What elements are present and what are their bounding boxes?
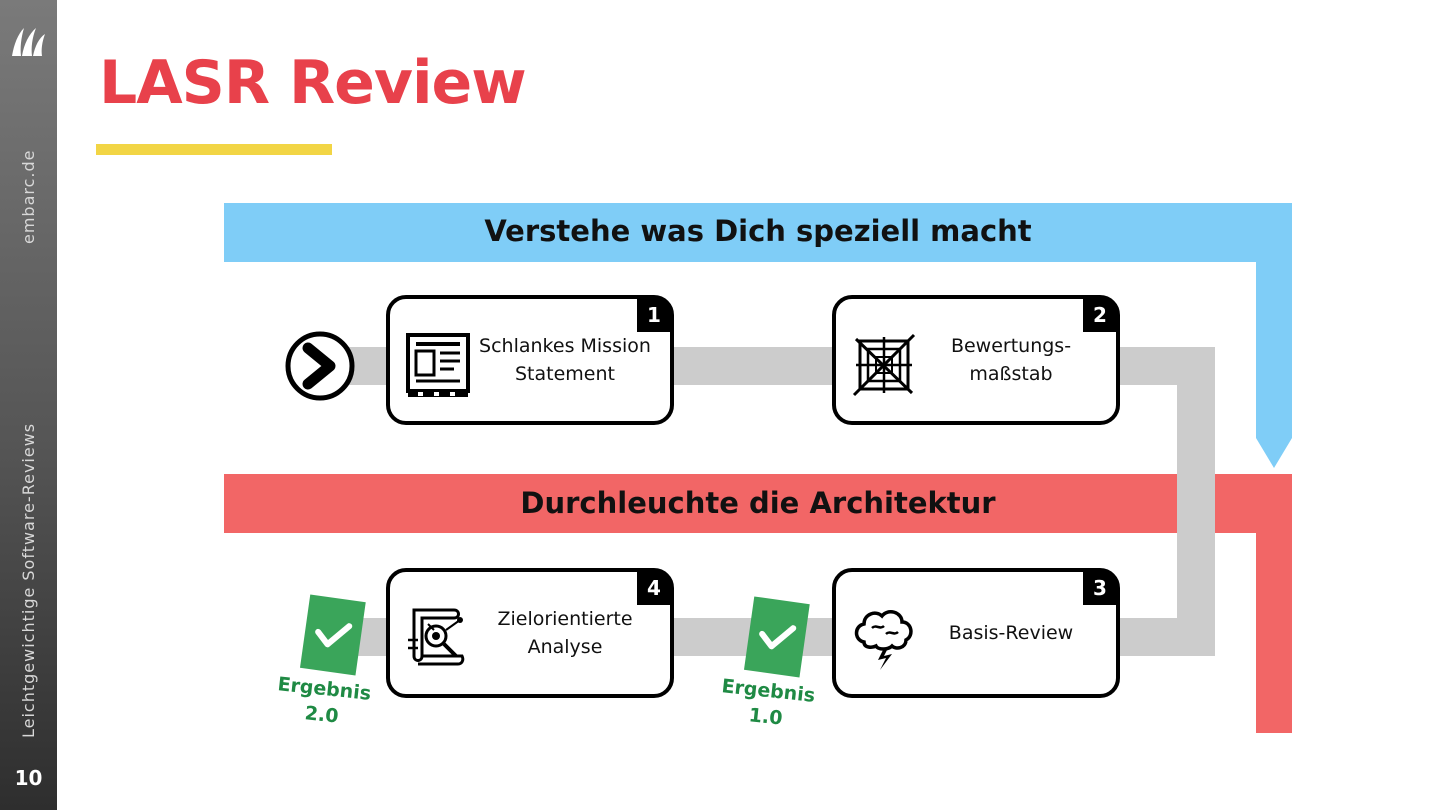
step-label: Bewertungs-maßstab — [950, 335, 1072, 385]
title-underline — [96, 144, 332, 155]
step-number: 4 — [637, 571, 671, 605]
check-badge-icon — [743, 596, 810, 678]
band-bottom-label: Durchleuchte die Architektur — [520, 486, 996, 520]
step-number: 2 — [1083, 298, 1117, 332]
band-top — [224, 203, 1292, 468]
check-badge-icon — [299, 594, 366, 676]
step-card-3: 3 Basis-Review — [832, 568, 1120, 698]
page-number: 10 — [14, 766, 43, 790]
step-card-2: 2 Bewertungs-maßstab — [832, 295, 1120, 425]
band-top-label: Verstehe was Dich speziell macht — [484, 214, 1032, 248]
step-number: 1 — [637, 298, 671, 332]
step-label: Basis-Review — [948, 622, 1074, 644]
brainstorm-icon — [854, 610, 913, 670]
spiderweb-icon — [852, 333, 916, 397]
newspaper-icon — [406, 333, 470, 397]
page-title: LASR Review — [99, 48, 527, 118]
scroll-analysis-icon — [408, 608, 465, 666]
sidebar: embarc.de Leichtgewichtige Software-Revi… — [0, 0, 57, 810]
embarc-logo-icon — [12, 28, 45, 56]
start-arrow-icon — [285, 331, 355, 401]
step-number: 3 — [1083, 571, 1117, 605]
